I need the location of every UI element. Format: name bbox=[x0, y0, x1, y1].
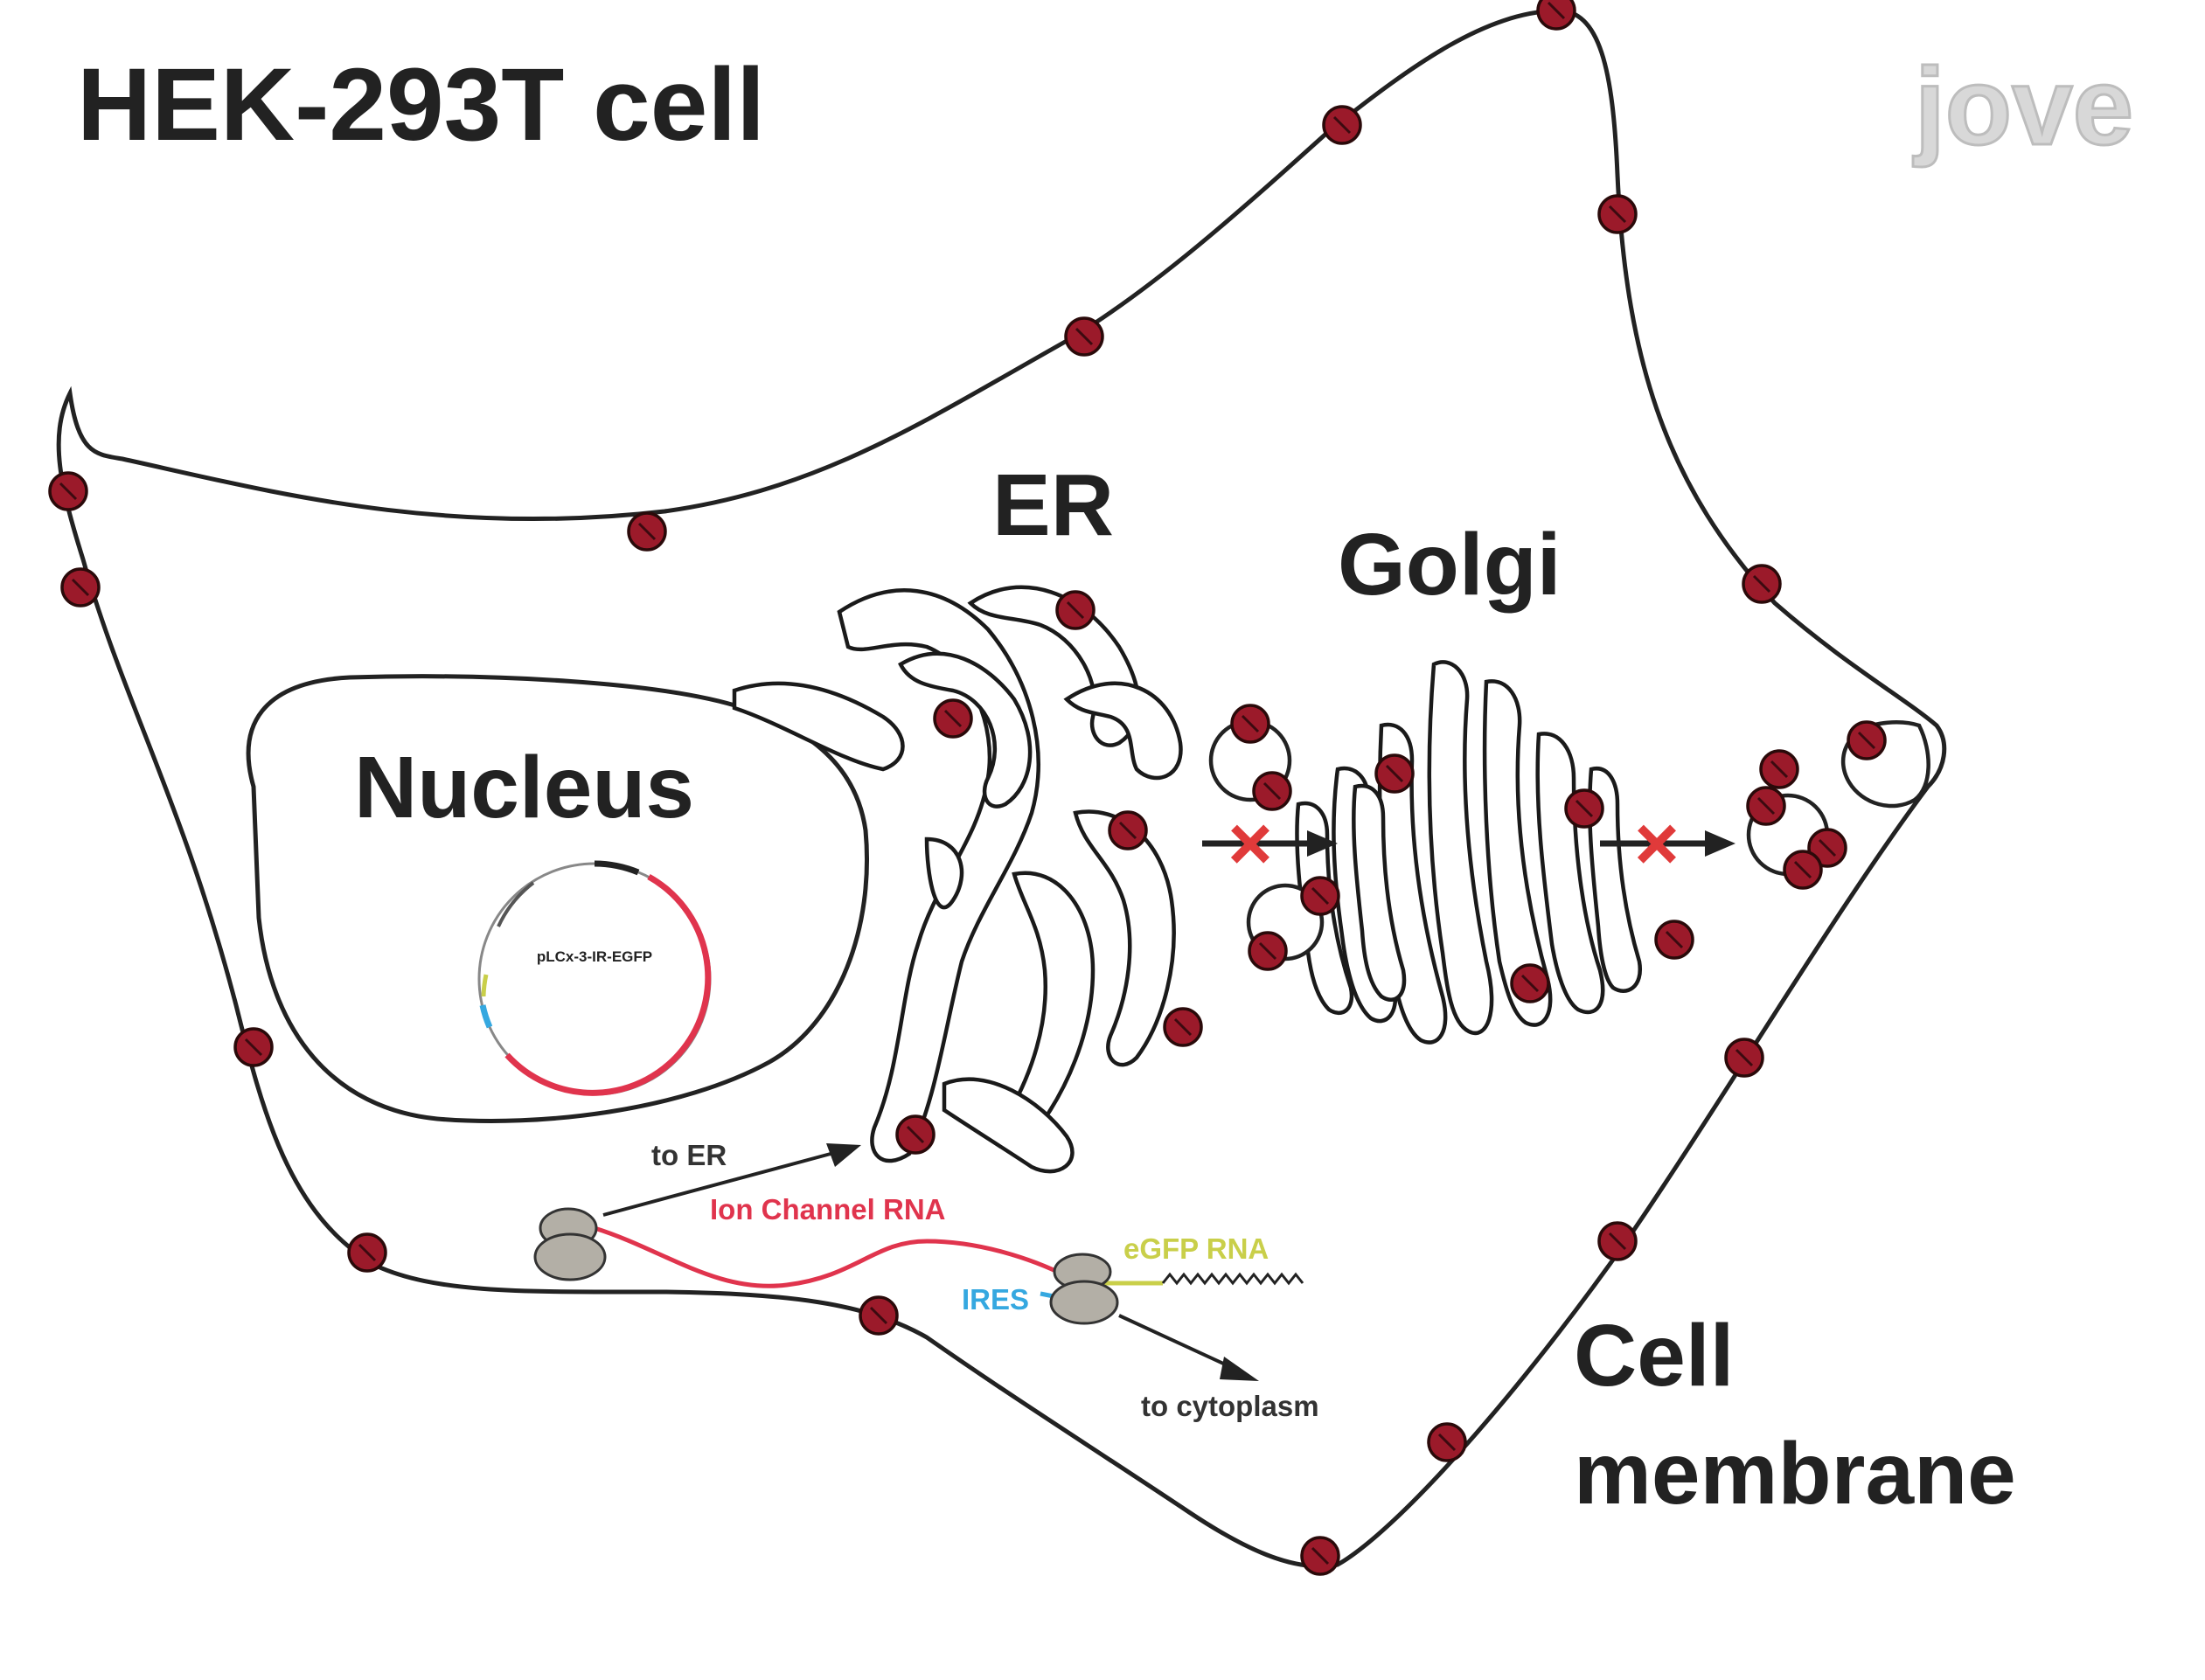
ires-label: IRES bbox=[962, 1283, 1029, 1316]
egfp-rna-label: eGFP RNA bbox=[1123, 1232, 1269, 1265]
ion-channel-proteins bbox=[48, 0, 1887, 1576]
ion-channel-pore bbox=[1385, 764, 1404, 783]
to-cytoplasm-label: to cytoplasm bbox=[1141, 1390, 1319, 1422]
ion-channel-pore bbox=[1066, 600, 1085, 620]
cell-membrane-outline bbox=[56, 8, 1947, 1569]
ion-channel-pore bbox=[1520, 974, 1540, 993]
diagram-title: HEK-293T cell bbox=[77, 47, 765, 163]
golgi-label: Golgi bbox=[1338, 516, 1562, 614]
ion-channel-pore bbox=[1311, 886, 1330, 906]
ion-channel-pore bbox=[358, 1243, 377, 1262]
ion-channel-pore bbox=[1770, 760, 1789, 779]
ion-channel-rna-label: Ion Channel RNA bbox=[710, 1193, 946, 1225]
blocked-transport-golgi-to-membrane: × bbox=[1600, 800, 1735, 886]
ion-channel-pore bbox=[1756, 796, 1776, 816]
blocked-transport-er-to-golgi: × bbox=[1202, 800, 1338, 886]
arrow-to-cytoplasm bbox=[1118, 1314, 1234, 1370]
ion-channel-pore bbox=[1857, 731, 1876, 750]
ribosome-left bbox=[533, 1207, 607, 1281]
block-x-icon: × bbox=[1634, 800, 1679, 886]
ion-channel-pore bbox=[869, 1306, 888, 1325]
cell-membrane-label-line2: membrane bbox=[1574, 1425, 2016, 1523]
ion-channel-pore bbox=[1665, 930, 1684, 949]
ion-channel-pore bbox=[1437, 1433, 1457, 1452]
ion-channel-pore bbox=[1608, 1232, 1627, 1251]
ion-channel-pore bbox=[1241, 714, 1260, 733]
translation-machinery bbox=[533, 1143, 1304, 1381]
ribosome-right bbox=[1049, 1253, 1119, 1325]
jove-watermark: jove bbox=[1913, 46, 2133, 168]
cell-membrane-label-line1: Cell bbox=[1574, 1307, 1734, 1405]
ion-channel-pore bbox=[1752, 574, 1771, 594]
ion-channel-pore bbox=[1547, 1, 1566, 20]
ion-channel-pore bbox=[1332, 115, 1352, 135]
nucleus-outline bbox=[246, 674, 869, 1123]
golgi-apparatus bbox=[1295, 660, 1643, 1045]
ion-channel-pore bbox=[637, 522, 657, 541]
ion-channel-pore bbox=[1608, 205, 1627, 224]
ion-channel-pore bbox=[1262, 781, 1282, 801]
ion-channel-pore bbox=[1311, 1546, 1330, 1565]
ion-channel-pore bbox=[1735, 1048, 1754, 1067]
ion-channel-pore bbox=[1118, 821, 1137, 840]
ion-channel-pore bbox=[1818, 838, 1837, 857]
plasmid-map: pLCx-3-IR-EGFP bbox=[477, 860, 712, 1096]
ion-channel-pore bbox=[943, 709, 963, 728]
ion-channel-1 bbox=[1536, 0, 1576, 31]
arrow-to-er bbox=[602, 1152, 831, 1217]
ion-channel-pore bbox=[906, 1125, 925, 1144]
to-er-label: to ER bbox=[651, 1139, 727, 1171]
block-x-icon: × bbox=[1228, 800, 1272, 886]
er-label: ER bbox=[992, 456, 1114, 554]
ion-channel-pore bbox=[1575, 799, 1594, 818]
ion-channel-pore bbox=[1793, 860, 1812, 879]
ion-channel-pore bbox=[1258, 941, 1277, 961]
nucleus-label: Nucleus bbox=[354, 739, 694, 837]
endoplasmic-reticulum bbox=[732, 585, 1183, 1174]
ion-channel-pore bbox=[59, 482, 78, 501]
poly-a-tail bbox=[1161, 1272, 1304, 1286]
plasmid-name: pLCx-3-IR-EGFP bbox=[537, 948, 652, 965]
ion-channel-pore bbox=[1075, 327, 1094, 346]
ion-channel-rna-strand bbox=[594, 1225, 1068, 1288]
ion-channel-pore bbox=[244, 1038, 263, 1057]
ion-channel-pore bbox=[71, 578, 90, 597]
ion-channel-pore bbox=[1173, 1017, 1193, 1037]
